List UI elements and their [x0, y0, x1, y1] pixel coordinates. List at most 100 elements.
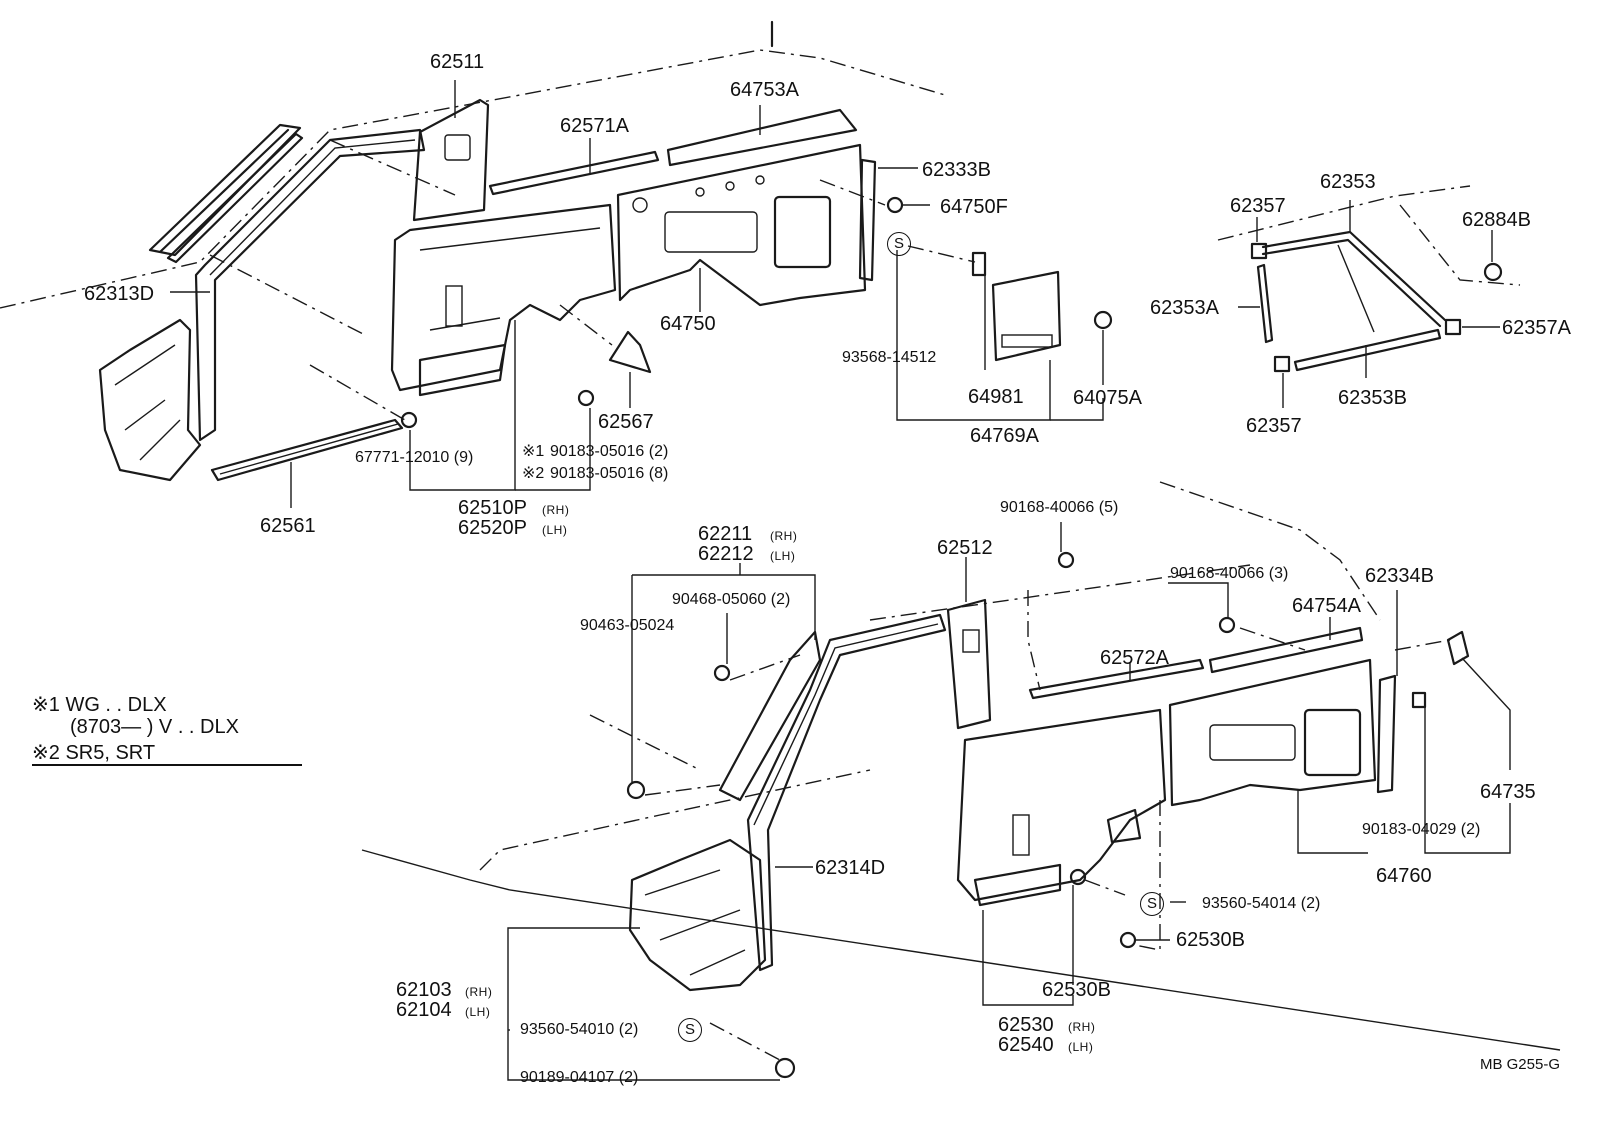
label-67771: 67771-12010 (9)	[355, 449, 474, 466]
cowl-detail	[114, 344, 181, 461]
label-62510p: 62510P	[458, 497, 527, 519]
label-62314d: 62314D	[815, 857, 886, 879]
ref-line-4	[559, 304, 613, 346]
label-90183-b: 90183-05016 (8)	[550, 465, 669, 482]
body-outline-rear	[1159, 481, 1381, 621]
body-outline-window-2	[1399, 204, 1521, 286]
part-62561-scuff-plate	[210, 418, 404, 482]
ref-line-b5	[1239, 627, 1306, 651]
speaker-b-opening	[1209, 724, 1296, 761]
part-62333b-strip	[858, 158, 877, 282]
ref-line-b9	[709, 1022, 781, 1061]
label-62357-top: 62357	[1230, 195, 1286, 217]
ref-line-6	[907, 245, 976, 263]
s-mark-3: S	[678, 1018, 702, 1042]
part-62314d-pillar	[746, 613, 947, 972]
legend: ※1 WG . . DLX (8703— ) V . . DLX ※2 SR5,…	[32, 692, 239, 764]
lead-62211	[632, 574, 816, 640]
label-90183-c: 90183-04029 (2)	[1362, 821, 1481, 838]
part-62211-pillar-garnish	[718, 630, 822, 802]
part-62353-molding-inner	[1261, 238, 1442, 328]
diagram-reference-code: MB G255-G	[1479, 1056, 1560, 1073]
label-93560-b: 93560-54010 (2)	[520, 1021, 639, 1038]
label-90463: 90463-05024	[580, 617, 675, 634]
label-62103: 62103	[396, 979, 452, 1001]
lead-64735-up	[1461, 657, 1511, 770]
body-outline-upper	[0, 49, 946, 309]
cowl-trim-detail	[644, 869, 746, 976]
part-90189-clip	[774, 1057, 796, 1079]
part-62561-step-pad	[418, 343, 507, 397]
pillar-inner-line	[209, 139, 416, 276]
label-62571a: 62571A	[560, 115, 629, 137]
panel-vent	[1001, 334, 1053, 348]
label-62353a: 62353A	[1150, 297, 1219, 319]
label-62313d: 62313D	[84, 283, 155, 305]
trim-hole-4	[755, 175, 765, 185]
label-62357a: 62357A	[1502, 317, 1571, 339]
part-64750-trim	[616, 143, 867, 307]
part-62510p-quarter-trim	[390, 203, 617, 392]
label-62561: 62561	[260, 515, 316, 537]
part-62530-step-pad	[973, 863, 1062, 907]
label-64750f: 64750F	[940, 196, 1008, 218]
part-62511-pillar	[412, 98, 490, 222]
label-64769a: 64769A	[970, 425, 1039, 447]
tag-rh-2: (RH)	[770, 529, 798, 543]
part-90168-bolt-b	[1218, 616, 1236, 634]
label-90168-b: 90168-40066 (3)	[1170, 565, 1289, 582]
pillar-b-inner	[753, 623, 939, 826]
part-62530b-clip-b	[1119, 931, 1137, 949]
tag-rh-3: (RH)	[465, 985, 493, 999]
trim-hole-2	[695, 187, 705, 197]
part-62357a-corner	[1444, 318, 1462, 336]
label-64735: 64735	[1480, 781, 1536, 803]
lower-quarter-trim-assembly	[361, 481, 1561, 1081]
ref-line-2	[209, 254, 366, 336]
part-62884b-clip	[1483, 262, 1503, 282]
window-opening	[773, 195, 832, 269]
part-64750f-bolt	[886, 196, 904, 214]
part-62567-cover	[608, 330, 652, 374]
part-62313d-pillar	[194, 128, 426, 442]
label-62212: 62212	[698, 543, 754, 565]
label-62512: 62512	[937, 537, 993, 559]
part-64753a-strip	[666, 108, 858, 167]
label-62353b: 62353B	[1338, 387, 1407, 409]
tag-lh-1: (LH)	[542, 523, 568, 537]
ref-line-1	[329, 139, 456, 196]
label-64075a: 64075A	[1073, 387, 1142, 409]
trim-b-clip-housing	[1106, 808, 1142, 844]
tag-lh-3: (LH)	[465, 1005, 491, 1019]
tag-lh-4: (LH)	[1068, 1040, 1094, 1054]
quarter-window-molding-assembly	[1217, 185, 1521, 408]
label-62520p: 62520P	[458, 517, 527, 539]
part-62530b-clip-a	[1069, 868, 1087, 886]
label-93560-a: 93560-54014 (2)	[1202, 895, 1321, 912]
lead-62103	[507, 927, 780, 1081]
body-outline-window	[1217, 185, 1471, 241]
lead-64760	[1297, 790, 1368, 854]
lead-90168b	[1168, 582, 1229, 618]
label-62572a: 62572A	[1100, 647, 1169, 669]
label-62353: 62353	[1320, 171, 1376, 193]
tag-lh-2: (LH)	[770, 549, 796, 563]
tag-rh-1: (RH)	[542, 503, 570, 517]
ref-line-b6	[1394, 639, 1451, 651]
part-64735-lamp	[1446, 630, 1470, 666]
part-62357-corner-bottom	[1273, 355, 1291, 373]
label-64753a: 64753A	[730, 79, 799, 101]
label-64750: 64750	[660, 313, 716, 335]
legend-line-1: ※1 WG . . DLX	[32, 694, 167, 716]
trim-slot	[445, 285, 463, 327]
body-outline-lower	[361, 849, 1561, 1051]
label-62511: 62511	[430, 51, 485, 73]
part-62313d-strip	[148, 123, 302, 257]
part-90183-bolt	[1411, 691, 1427, 709]
lead-62510p	[409, 320, 516, 491]
label-62334b: 62334B	[1365, 565, 1434, 587]
part-cowl-side-upper	[98, 318, 202, 482]
label-62530b-b: 62530B	[1176, 929, 1245, 951]
part-90468-screw	[713, 664, 731, 682]
